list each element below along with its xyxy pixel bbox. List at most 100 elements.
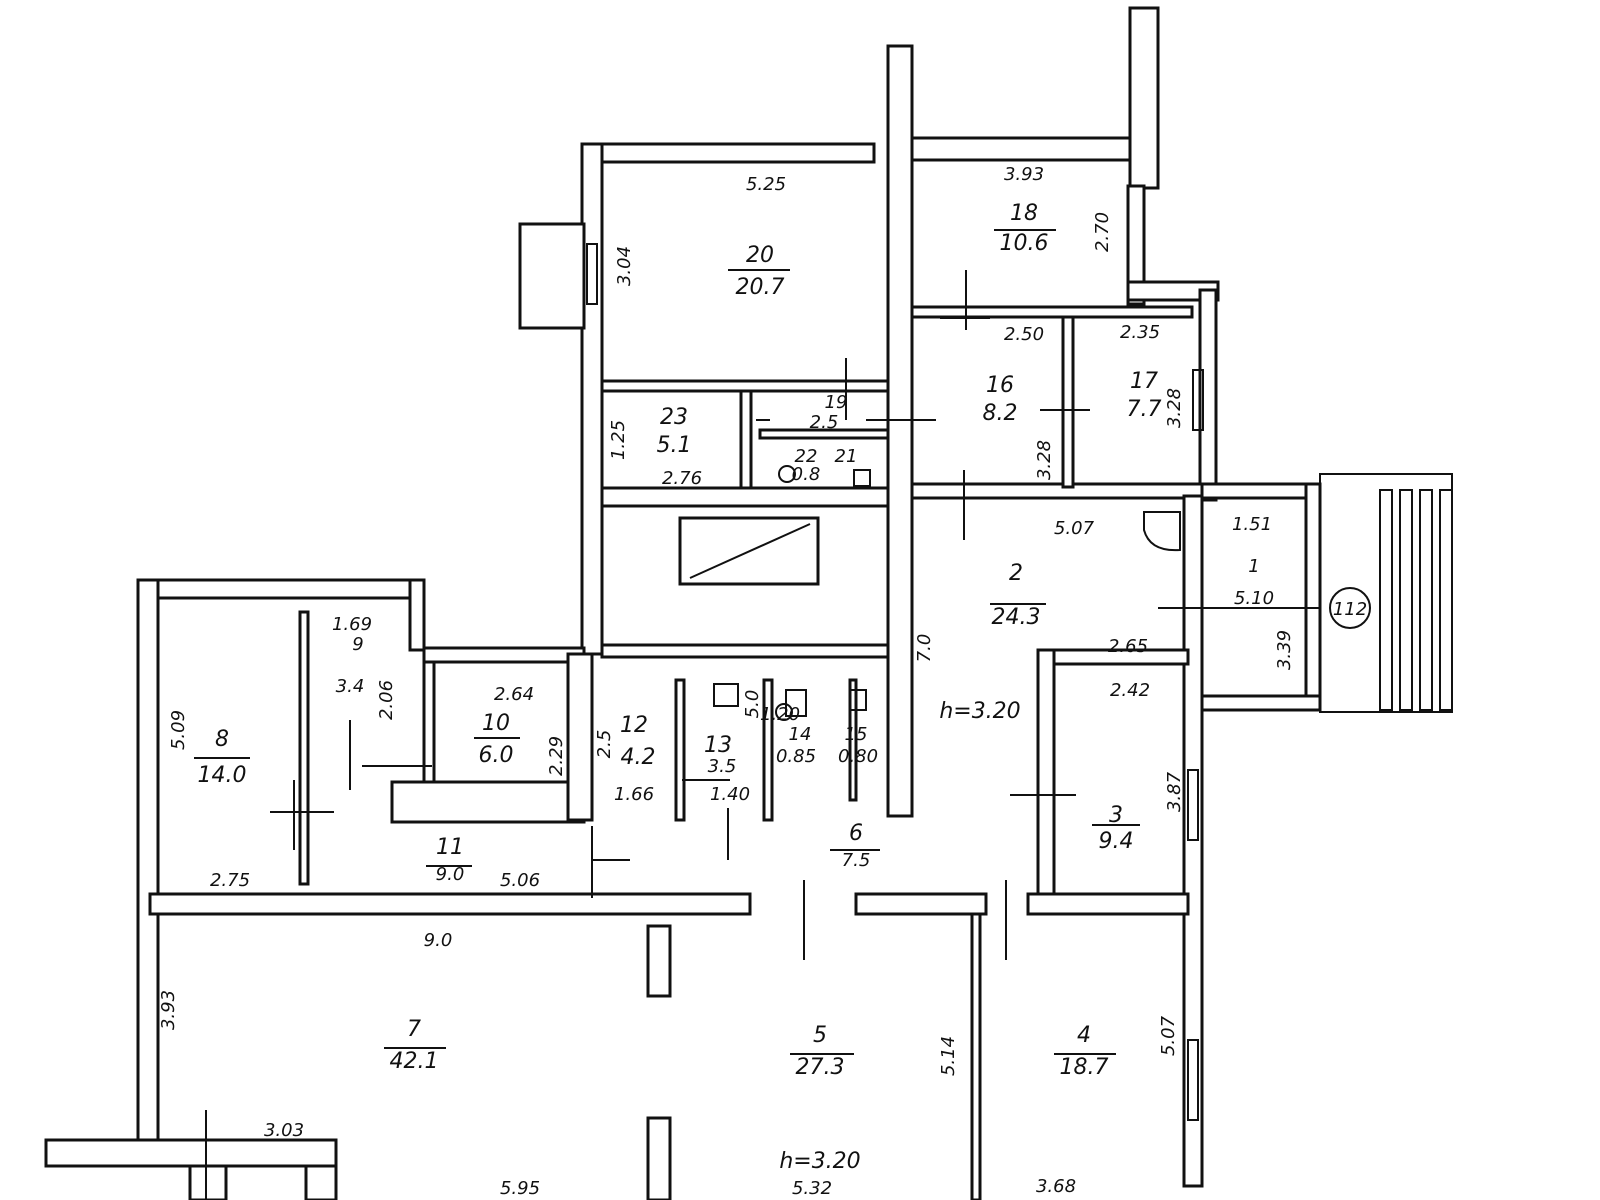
- wall-segment: [1126, 280, 1220, 302]
- room-number: 4: [1077, 1023, 1091, 1048]
- room-area: 24.3: [992, 605, 1041, 630]
- room-area: 14.0: [198, 763, 247, 788]
- wall-segment: [1128, 6, 1160, 190]
- room-area: 5.1: [657, 433, 692, 458]
- dimension: 5.14: [938, 1036, 959, 1076]
- wall-segment: [390, 780, 586, 824]
- room-area: 18.7: [1060, 1055, 1109, 1080]
- entrance-stairs: [1319, 473, 1453, 713]
- room-area: 3.5: [708, 756, 737, 777]
- room-number: 12: [620, 713, 648, 738]
- room-number: 15: [845, 724, 868, 745]
- walls: [44, 6, 1322, 1200]
- room-area: 20.7: [736, 275, 785, 300]
- wall-segment: [422, 660, 436, 794]
- room-area: 5.10: [1234, 588, 1274, 609]
- dimension: 2.35: [1120, 322, 1160, 343]
- room-area: 42.1: [390, 1049, 439, 1074]
- dimension: 5.09: [168, 710, 189, 750]
- wall-segment: [188, 1164, 228, 1200]
- fixtures: [713, 465, 1181, 721]
- dimension: 5.32: [792, 1178, 832, 1199]
- room-area: 10.6: [1000, 231, 1049, 256]
- dimension: 0.80: [838, 746, 878, 767]
- room-number: 1: [1248, 556, 1259, 577]
- stair-step: [1379, 489, 1393, 711]
- room-area: 9.0: [436, 864, 465, 885]
- wall-segment: [1198, 288, 1218, 502]
- room-area: 0.8: [792, 464, 821, 485]
- dimension: 2.06: [376, 680, 397, 720]
- dimension: 1.69: [332, 614, 372, 635]
- window: [1192, 369, 1204, 431]
- dimension: 1.66: [614, 784, 654, 805]
- wall-segment: [580, 142, 604, 656]
- dimension: 2.64: [494, 684, 534, 705]
- wall-segment: [1061, 315, 1075, 489]
- door-marks: [205, 270, 1320, 1200]
- room-number: 3: [1109, 803, 1123, 828]
- wall-segment: [910, 482, 1204, 500]
- room-number: 6: [849, 821, 863, 846]
- dimension: 3.39: [1274, 630, 1295, 670]
- wall-segment: [580, 142, 876, 164]
- room-number: 2: [1009, 561, 1023, 586]
- wall-segment: [674, 678, 686, 822]
- wall-segment: [600, 643, 890, 659]
- plan-stamp: [1329, 587, 1371, 629]
- wall-segment: [762, 678, 774, 822]
- room-number: 23: [660, 405, 688, 430]
- room-number: 8: [215, 727, 229, 752]
- stair-step: [1419, 489, 1433, 711]
- wall-segment: [848, 678, 858, 802]
- dimension: 2.5: [594, 730, 615, 759]
- dimension: 3.04: [614, 246, 635, 286]
- room-number: 20: [746, 243, 774, 268]
- dimension: 0.85: [776, 746, 816, 767]
- dimension: 2.29: [546, 736, 567, 776]
- dimension: 5.25: [746, 174, 786, 195]
- room-number: 11: [436, 835, 464, 860]
- wall-segment: [1126, 184, 1146, 306]
- room-number: 18: [1010, 201, 1038, 226]
- room-number: 13: [704, 733, 732, 758]
- dimension: 1.25: [608, 420, 629, 460]
- dimension: 5.07: [1158, 1015, 1179, 1056]
- wall-segment: [970, 912, 982, 1200]
- toilet: [785, 689, 807, 717]
- room-area: 6.0: [479, 743, 514, 768]
- dimension: 2.70: [1092, 212, 1113, 252]
- dimension: 2.76: [662, 468, 702, 489]
- sink: [713, 683, 739, 707]
- dimension: 5.07: [1054, 518, 1095, 539]
- wall-segment: [646, 1116, 672, 1200]
- room-number: 14: [789, 724, 812, 745]
- wall-segment: [758, 428, 890, 440]
- toilet-bowl: [775, 703, 793, 721]
- dimension: 2.42: [1110, 680, 1150, 701]
- wall-segment: [910, 305, 1194, 319]
- wall-segment: [739, 389, 753, 490]
- room-number: 10: [482, 711, 510, 736]
- dimension: 1.40: [710, 784, 750, 805]
- room-number: 19: [825, 392, 848, 413]
- dimension: 5.95: [500, 1178, 540, 1199]
- sink: [849, 689, 867, 711]
- room-area: 3.4: [336, 676, 365, 697]
- wall-segment: [148, 892, 752, 916]
- dimension: 2.50: [1004, 324, 1044, 345]
- wall-segment: [136, 578, 160, 1152]
- room-area: 8.2: [983, 401, 1018, 426]
- room-number: 9: [352, 634, 363, 655]
- room-area: 9.4: [1099, 829, 1134, 854]
- room-number: 16: [986, 373, 1014, 398]
- stair-step: [1399, 489, 1413, 711]
- wall-segment: [600, 486, 890, 508]
- dimension: 3.93: [158, 990, 179, 1030]
- dimension: 3.28: [1034, 440, 1055, 480]
- dimension: 9.0: [424, 930, 453, 951]
- dimension: 5.0: [742, 690, 763, 719]
- room-labels: 20 20.7 18 10.6 16 8.2 17 7.7 23 5.1 19 …: [198, 201, 1275, 1080]
- dimension: 3.93: [1004, 164, 1044, 185]
